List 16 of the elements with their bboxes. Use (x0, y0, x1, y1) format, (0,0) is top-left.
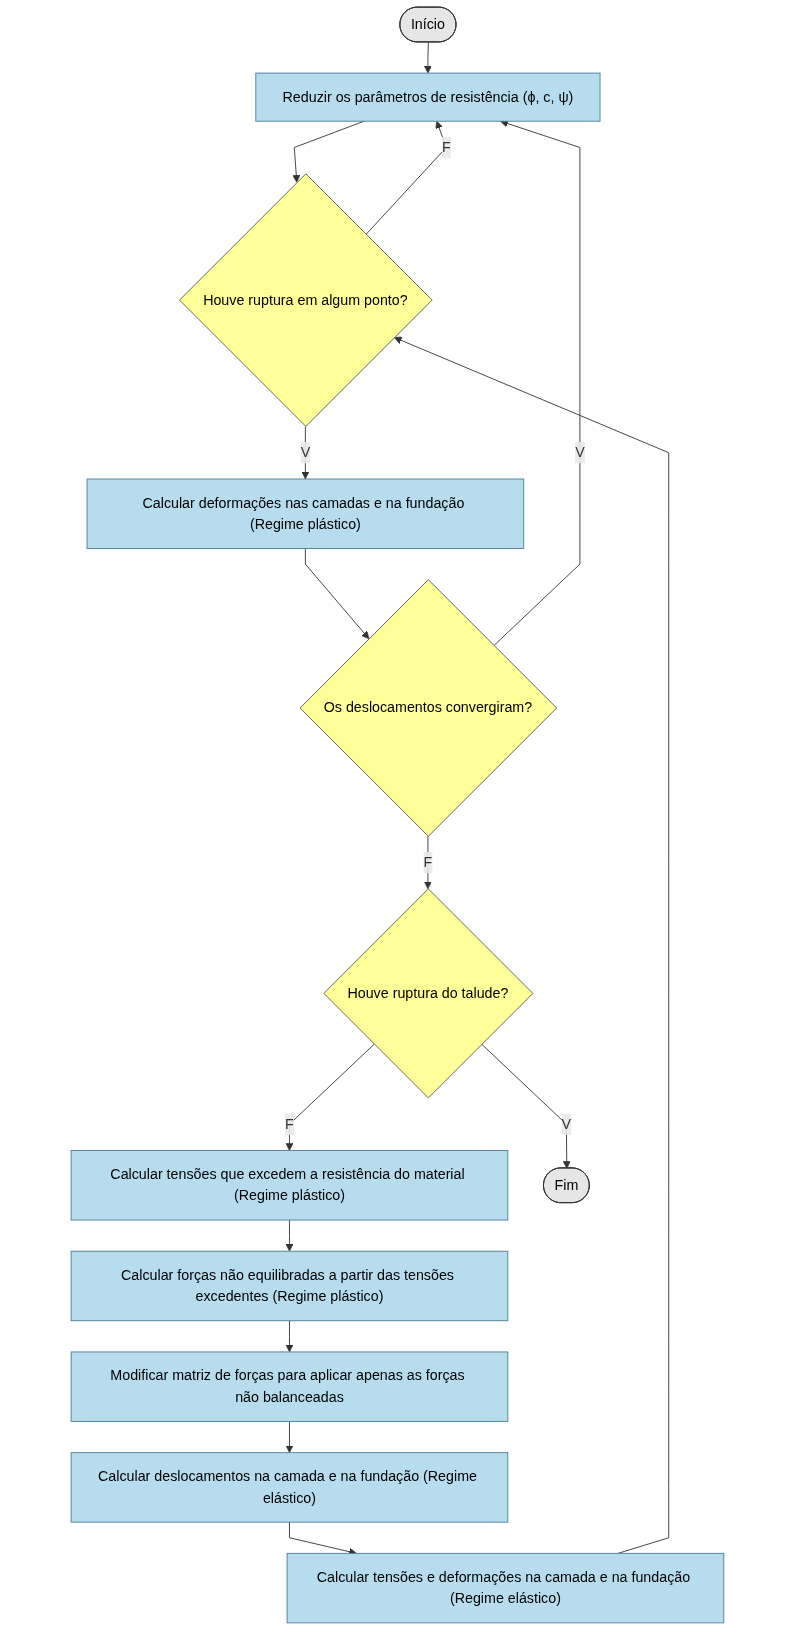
node-box: Modificar matriz de forças para aplicar apenas as forças não balanceadas (70, 1351, 508, 1422)
edge-label: V (300, 444, 310, 460)
node-box: Calcular tensões e deformações na camada e na fundação (Regime elástico) (286, 1552, 724, 1624)
node-box: Calcular deformações nas camadas e na fundação (Regime plástico) (86, 478, 524, 549)
edge-label: V (561, 1116, 571, 1132)
edge-label: F (423, 854, 432, 870)
node-diamond: Houve ruptura do talude? (322, 888, 533, 1099)
edge-label: F (441, 139, 451, 155)
node-box: Calcular deslocamentos na camada e na fundação (Regime elástico) (70, 1452, 508, 1523)
node-diamond: Os deslocamentos convergiram? (299, 579, 557, 837)
node-diamond: Houve ruptura em algum ponto? (178, 173, 433, 427)
edge-label: V (574, 444, 585, 460)
node-box: Calcular forças não equilibradas a partir das tensões excedentes (Regime plástico) (70, 1250, 508, 1322)
node-box: Reduzir os parâmetros de resistência (ϕ, c, ψ) (254, 72, 601, 122)
node-box: Calcular tensões que excedem a resistência do material (Regime plástico) (70, 1150, 508, 1221)
edge-label: F (284, 1116, 294, 1132)
